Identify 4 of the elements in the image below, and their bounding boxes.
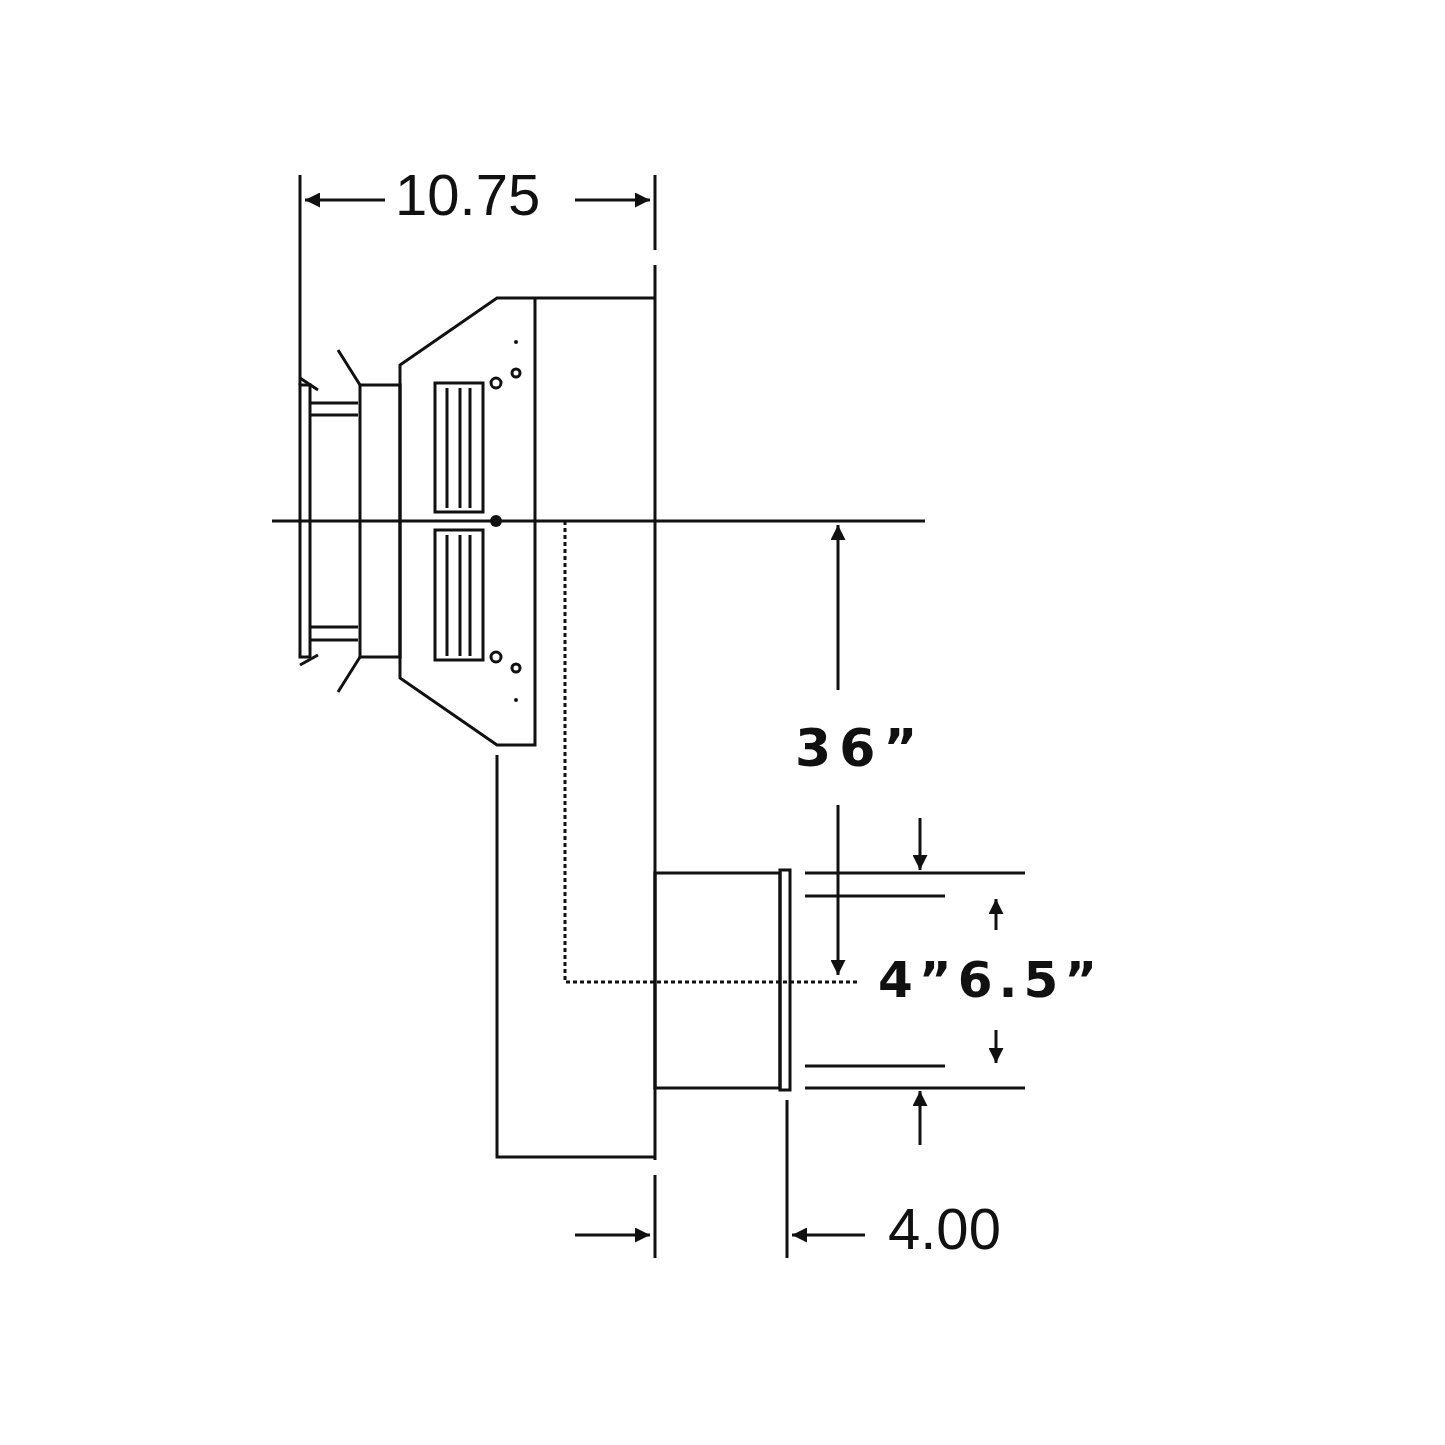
dimension-label: 10.75 xyxy=(395,166,541,224)
dimension-label: 4.00 xyxy=(888,1200,1001,1258)
dimension-label: 4”6.5” xyxy=(878,955,1104,1005)
dimension-label: 36” xyxy=(795,722,926,774)
